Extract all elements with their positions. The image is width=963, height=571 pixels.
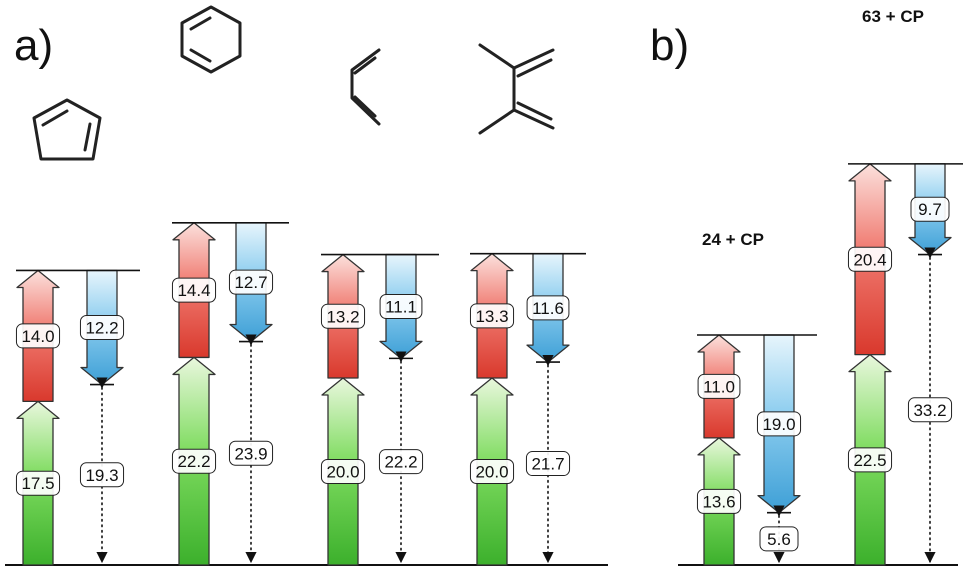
panel_a-3-red-value-text: 13.3 [475,307,508,326]
panel_a-1-red-value: 14.4 [171,277,217,303]
panel_a-2-green-value: 20.0 [320,459,366,484]
panel_a-0-dotted-value-text: 19.3 [85,466,118,485]
butadiene-structure-icon [350,48,381,126]
panel_a-3-dotted-value-text: 21.7 [531,455,564,474]
panel_a-1-dotted-value: 23.9 [228,440,274,466]
panel_b-0-blue-value: 19.0 [756,411,802,437]
panel_a-2-blue-value: 11.1 [379,293,423,319]
panel_a-2-dotted-value-text: 22.2 [384,453,417,472]
panel-label-b: b) [650,21,689,70]
panel_a-1-dotted-value-text: 23.9 [234,444,267,463]
title-63-cp: 63 + CP [862,7,924,26]
panel_a-1-red-value-text: 14.4 [177,281,210,300]
panel_b-1-red-value: 20.4 [847,246,893,272]
panel_b-0-dotted-value: 5.6 [759,526,799,552]
panel_b-1-dotted-value: 33.2 [907,397,953,423]
panel_b-0-red-value-text: 11.0 [703,377,735,396]
panel_a-0-red-value-text: 14.0 [21,327,54,346]
arrow-layer: 17.5 14.0 12.2 19.3 22.2 14.4 12.7 23.9 20.0 13.2… [15,163,963,566]
panel_a-3-green-value: 20.0 [469,459,515,484]
panel_a-3-dotted-value: 21.7 [525,451,571,477]
panel_a-3-green-value-text: 20.0 [475,463,508,482]
panel_a-1-blue-value: 12.7 [228,269,274,295]
cyclopentadiene-structure-icon [32,98,102,161]
panel_a-2-red-value: 13.2 [320,303,366,329]
panel_b-0-dotted-value-text: 5.6 [767,530,791,549]
panel_b-1-red-value-text: 20.4 [853,250,886,269]
panel_a-0-red-value: 14.0 [15,323,61,349]
panel_a-3-blue-value: 11.6 [526,295,570,321]
panel_b-0-blue-value-text: 19.0 [762,415,795,434]
dimethylbutadiene-structure-icon [478,43,555,135]
panel_b-1-green-value-text: 22.5 [853,451,886,470]
panel_a-2-blue-value-text: 11.1 [385,297,417,316]
panel_b-1-blue-value: 9.7 [910,196,950,222]
panel_b-0-green-value-text: 13.6 [702,492,735,511]
panel_a-0-blue-value: 12.2 [79,315,125,341]
panel_a-3-blue-value-text: 11.6 [532,299,564,318]
title-24-cp: 24 + CP [702,230,764,249]
panel_a-2-green-value-text: 20.0 [326,463,359,482]
panel_a-3-red-value: 13.3 [469,303,515,329]
panel_a-2-dotted-value: 22.2 [378,449,424,475]
panel-label-a: a) [14,21,53,70]
cyclohexadiene-structure-icon [180,5,242,74]
panel_a-0-dotted-value: 19.3 [79,462,125,488]
panel_b-1-dotted-value-text: 33.2 [913,401,946,420]
panel_b-1-blue-value-text: 9.7 [918,200,942,219]
panel_a-0-blue-value-text: 12.2 [85,319,118,338]
panel_a-1-green-value-text: 22.2 [177,452,210,471]
panel_a-0-green-value: 17.5 [15,470,61,496]
panel_a-1-green-value: 22.2 [171,448,217,474]
panel_b-0-green-value: 13.6 [696,488,742,514]
panel_a-0-green-value-text: 17.5 [21,474,54,493]
panel_a-1-blue-value-text: 12.7 [234,273,267,292]
panel_a-2-red-value-text: 13.2 [326,307,359,326]
panel_b-1-green-value: 22.5 [847,447,893,473]
panel_b-0-red-value: 11.0 [697,373,741,399]
